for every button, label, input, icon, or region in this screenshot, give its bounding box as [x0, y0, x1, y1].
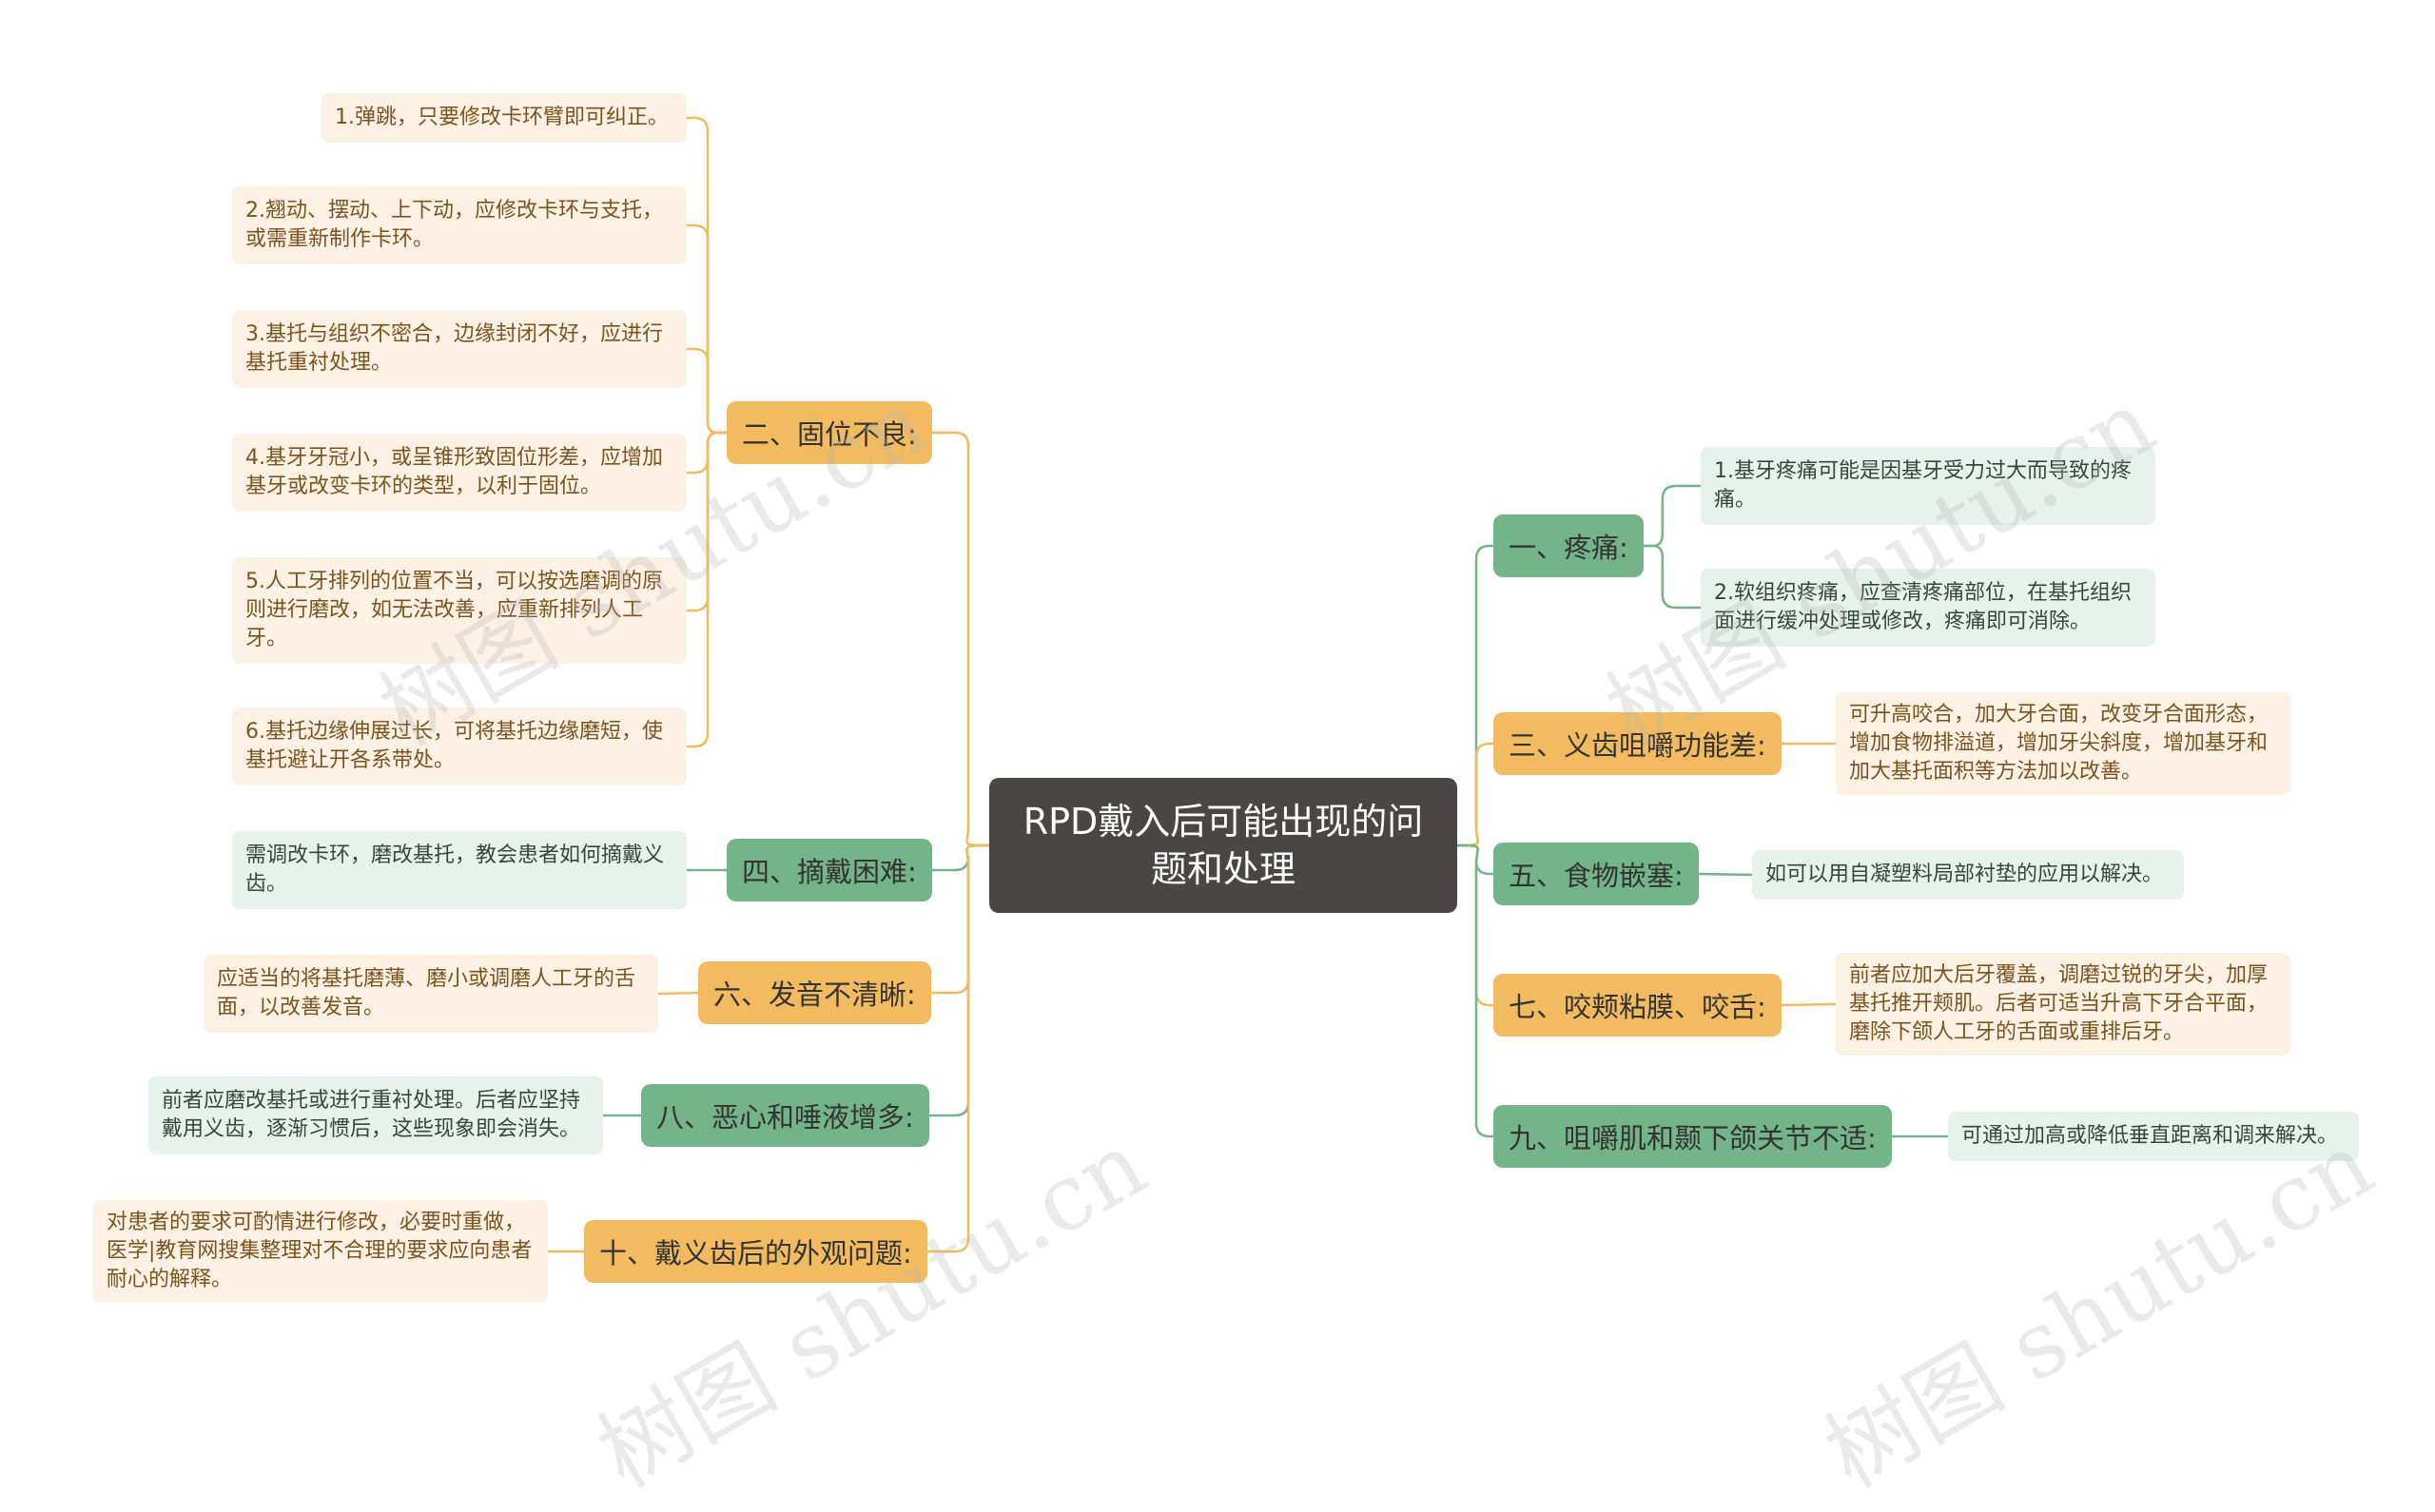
- leaf-text: 1.基牙疼痛可能是因基牙受力过大而导致的疼痛。: [1714, 459, 2132, 512]
- branch-retention-poor[interactable]: 二、固位不良:: [727, 401, 932, 464]
- leaf-removal-difficulty[interactable]: 需调改卡环，磨改基托，教会患者如何摘戴义齿。: [232, 831, 687, 909]
- leaf-text: 如可以用自凝塑料局部衬垫的应用以解决。: [1765, 863, 2164, 886]
- leaf-retention-5[interactable]: 5.人工牙排列的位置不当，可以按选磨调的原则进行磨改，如无法改善，应重新排列人工…: [232, 557, 687, 664]
- leaf-cheek-tongue-biting[interactable]: 前者应加大后牙覆盖，调磨过锐的牙尖，加厚基托推开颊肌。后者可适当升高下牙合平面，…: [1836, 953, 2290, 1056]
- leaf-tmj-discomfort[interactable]: 可通过加高或降低垂直距离和调来解决。: [1948, 1112, 2359, 1161]
- leaf-text: 可通过加高或降低垂直距离和调来解决。: [1961, 1124, 2339, 1148]
- leaf-retention-6[interactable]: 6.基托边缘伸展过长，可将基托边缘磨短，使基托避让开各系带处。: [232, 708, 687, 785]
- leaf-text: 1.弹跳，只要修改卡环臂即可纠正。: [335, 106, 669, 129]
- connector-leaf-food-impaction: [1698, 872, 1753, 877]
- branch-label: 八、恶心和唾液增多:: [656, 1101, 914, 1134]
- leaf-text: 2.软组织疼痛，应查清疼痛部位，在基托组织面进行缓冲处理或修改，疼痛即可消除。: [1714, 581, 2132, 633]
- connector-leaf-retention-6: [687, 431, 727, 748]
- branch-label: 二、固位不良:: [742, 418, 917, 451]
- branch-removal-difficulty[interactable]: 四、摘戴困难:: [727, 839, 932, 901]
- connector-center-branch-retention-poor: [931, 431, 990, 847]
- leaf-text: 6.基托边缘伸展过长，可将基托边缘磨短，使基托避让开各系带处。: [245, 720, 663, 772]
- connector-lines: [548, 116, 1948, 1253]
- leaf-retention-3[interactable]: 3.基托与组织不密合，边缘封闭不好，应进行基托重衬处理。: [232, 310, 687, 388]
- leaf-text: 5.人工牙排列的位置不当，可以按选磨调的原则进行磨改，如无法改善，应重新排列人工…: [245, 570, 663, 650]
- leaf-text: 前者应磨改基托或进行重衬处理。后者应坚持戴用义齿，逐渐习惯后，这些现象即会消失。: [162, 1089, 581, 1141]
- leaf-pain-1[interactable]: 1.基牙疼痛可能是因基牙受力过大而导致的疼痛。: [1701, 447, 2155, 525]
- leaf-text: 需调改卡环，磨改基托，教会患者如何摘戴义齿。: [245, 843, 665, 896]
- branch-label: 一、疼痛:: [1509, 532, 1628, 564]
- connector-leaf-cheek-tongue-biting: [1781, 1002, 1837, 1007]
- leaf-text: 应适当的将基托磨薄、磨小或调磨人工牙的舌面，以改善发音。: [217, 967, 636, 1019]
- leaf-text: 2.翘动、摆动、上下动，应修改卡环与支托，或需重新制作卡环。: [245, 199, 663, 251]
- connector-leaf-retention-3: [687, 347, 727, 435]
- leaf-pronunciation[interactable]: 应适当的将基托磨薄、磨小或调磨人工牙的舌面，以改善发音。: [204, 955, 658, 1033]
- branch-pronunciation[interactable]: 六、发音不清晰:: [698, 961, 931, 1024]
- leaf-appearance[interactable]: 对患者的要求可酌情进行修改，必要时重做，医学|教育网搜集整理对不合理的要求应向患…: [93, 1200, 548, 1303]
- central-topic[interactable]: RPD戴入后可能出现的问题和处理: [989, 778, 1457, 913]
- leaf-text: 前者应加大后牙覆盖，调磨过锐的牙尖，加厚基托推开颊肌。后者可适当升高下牙合平面，…: [1849, 963, 2269, 1044]
- leaf-text: 可升高咬合，加大牙合面，改变牙合面形态，增加食物排溢道，增加牙尖斜度，增加基牙和…: [1849, 703, 2269, 784]
- leaf-retention-2[interactable]: 2.翘动、摆动、上下动，应修改卡环与支托，或需重新制作卡环。: [232, 186, 687, 264]
- connector-center-branch-chewing-poor: [1456, 742, 1493, 847]
- connector-center-branch-pronunciation: [930, 843, 990, 995]
- connector-center-branch-removal-difficulty: [931, 843, 990, 872]
- branch-nausea-saliva[interactable]: 八、恶心和唾液增多:: [641, 1084, 929, 1147]
- leaf-text: 4.基牙牙冠小，或呈锥形致固位形差，应增加基牙或改变卡环的类型，以利于固位。: [245, 446, 663, 498]
- connector-center-branch-appearance: [926, 843, 990, 1253]
- connector-leaf-pronunciation: [657, 991, 699, 996]
- branch-pain[interactable]: 一、疼痛:: [1493, 514, 1644, 577]
- branch-label: 五、食物嵌塞:: [1509, 860, 1684, 892]
- leaf-chewing-poor[interactable]: 可升高咬合，加大牙合面，改变牙合面形态，增加食物排溢道，增加牙尖斜度，增加基牙和…: [1836, 692, 2290, 795]
- connector-leaf-pain-2: [1643, 544, 1701, 610]
- leaf-text: 3.基托与组织不密合，边缘封闭不好，应进行基托重衬处理。: [245, 322, 663, 375]
- leaf-text: 对患者的要求可酌情进行修改，必要时重做，医学|教育网搜集整理对不合理的要求应向患…: [107, 1211, 533, 1291]
- branch-tmj-discomfort[interactable]: 九、咀嚼肌和颞下颌关节不适:: [1493, 1105, 1892, 1168]
- branch-chewing-poor[interactable]: 三、义齿咀嚼功能差:: [1493, 712, 1782, 775]
- branch-label: 三、义齿咀嚼功能差:: [1509, 729, 1766, 762]
- leaf-retention-4[interactable]: 4.基牙牙冠小，或呈锥形致固位形差，应增加基牙或改变卡环的类型，以利于固位。: [232, 434, 687, 512]
- branch-label: 六、发音不清晰:: [713, 979, 916, 1011]
- branch-label: 四、摘戴困难:: [742, 856, 917, 888]
- branch-food-impaction[interactable]: 五、食物嵌塞:: [1493, 843, 1699, 905]
- connector-leaf-pain-1: [1643, 484, 1701, 548]
- branch-appearance[interactable]: 十、戴义齿后的外观问题:: [584, 1220, 927, 1283]
- branch-label: 十、戴义齿后的外观问题:: [599, 1237, 912, 1270]
- mind-map: RPD戴入后可能出现的问题和处理 二、固位不良: 1.弹跳，只要修改卡环臂即可纠…: [93, 93, 2390, 1508]
- branch-label: 九、咀嚼肌和颞下颌关节不适:: [1509, 1122, 1877, 1154]
- leaf-food-impaction[interactable]: 如可以用自凝塑料局部衬垫的应用以解决。: [1752, 850, 2184, 900]
- leaf-retention-1[interactable]: 1.弹跳，只要修改卡环臂即可纠正。: [321, 93, 687, 143]
- leaf-pain-2[interactable]: 2.软组织疼痛，应查清疼痛部位，在基托组织面进行缓冲处理或修改，疼痛即可消除。: [1701, 569, 2155, 647]
- leaf-nausea-saliva[interactable]: 前者应磨改基托或进行重衬处理。后者应坚持戴用义齿，逐渐习惯后，这些现象即会消失。: [148, 1076, 603, 1154]
- connector-center-branch-nausea-saliva: [928, 843, 990, 1117]
- branch-cheek-tongue-biting[interactable]: 七、咬颊粘膜、咬舌:: [1493, 974, 1782, 1037]
- central-topic-title: RPD戴入后可能出现的问题和处理: [1023, 801, 1424, 890]
- connector-center-branch-tmj-discomfort: [1456, 843, 1493, 1138]
- branch-label: 七、咬颊粘膜、咬舌:: [1509, 991, 1766, 1023]
